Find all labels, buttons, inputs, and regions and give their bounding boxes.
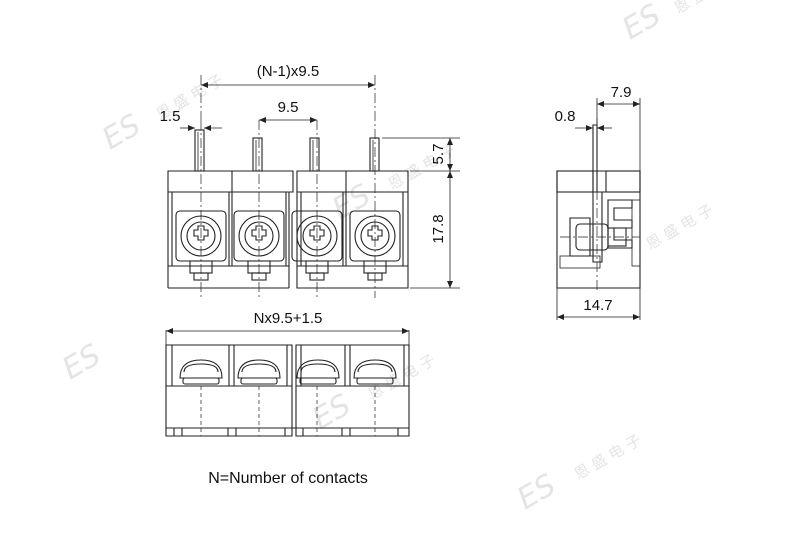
svg-text:ES: ES xyxy=(327,178,377,227)
svg-text:ES: ES xyxy=(57,338,107,387)
watermark: ES 恩 盛 电 子 ES 恩 盛 电 子 ES ES 恩 盛 电 子 ES 恩… xyxy=(57,0,745,517)
svg-text:ES: ES xyxy=(307,388,357,437)
svg-text:ES: ES xyxy=(97,108,147,157)
svg-text:ES: ES xyxy=(512,468,562,517)
dim-pin-width: 1.5 xyxy=(160,108,181,125)
svg-text:恩 盛 电 子: 恩 盛 电 子 xyxy=(571,431,644,484)
dim-side-depth: 14.7 xyxy=(583,297,612,314)
screws xyxy=(175,210,401,281)
svg-text:ES: ES xyxy=(617,0,667,47)
dim-body-height: 17.8 xyxy=(430,214,447,243)
dim-pitch-total: (N-1)x9.5 xyxy=(257,63,320,80)
dim-side-top: 7.9 xyxy=(611,84,632,101)
svg-text:恩 盛 电 子: 恩 盛 电 子 xyxy=(643,201,716,254)
bottom-view: Nx9.5+1.5 xyxy=(165,310,410,437)
dim-total-width: Nx9.5+1.5 xyxy=(254,310,323,327)
dim-side-pin: 0.8 xyxy=(555,108,576,125)
svg-text:恩 盛 电 子: 恩 盛 电 子 xyxy=(671,0,744,17)
side-view: 7.9 0.8 14.7 xyxy=(555,84,641,320)
dim-pin-height: 5.7 xyxy=(430,144,447,165)
pins xyxy=(194,129,380,172)
svg-text:恩 盛 电 子: 恩 盛 电 子 xyxy=(385,141,458,194)
housing-right xyxy=(296,170,409,289)
front-view: (N-1)x9.5 9.5 1.5 5.7 17.8 xyxy=(160,63,460,298)
contacts-note: N=Number of contacts xyxy=(208,470,368,487)
housing-left xyxy=(167,170,294,289)
dim-pitch: 9.5 xyxy=(278,99,299,116)
svg-text:恩 盛 电 子: 恩 盛 电 子 xyxy=(365,351,438,404)
